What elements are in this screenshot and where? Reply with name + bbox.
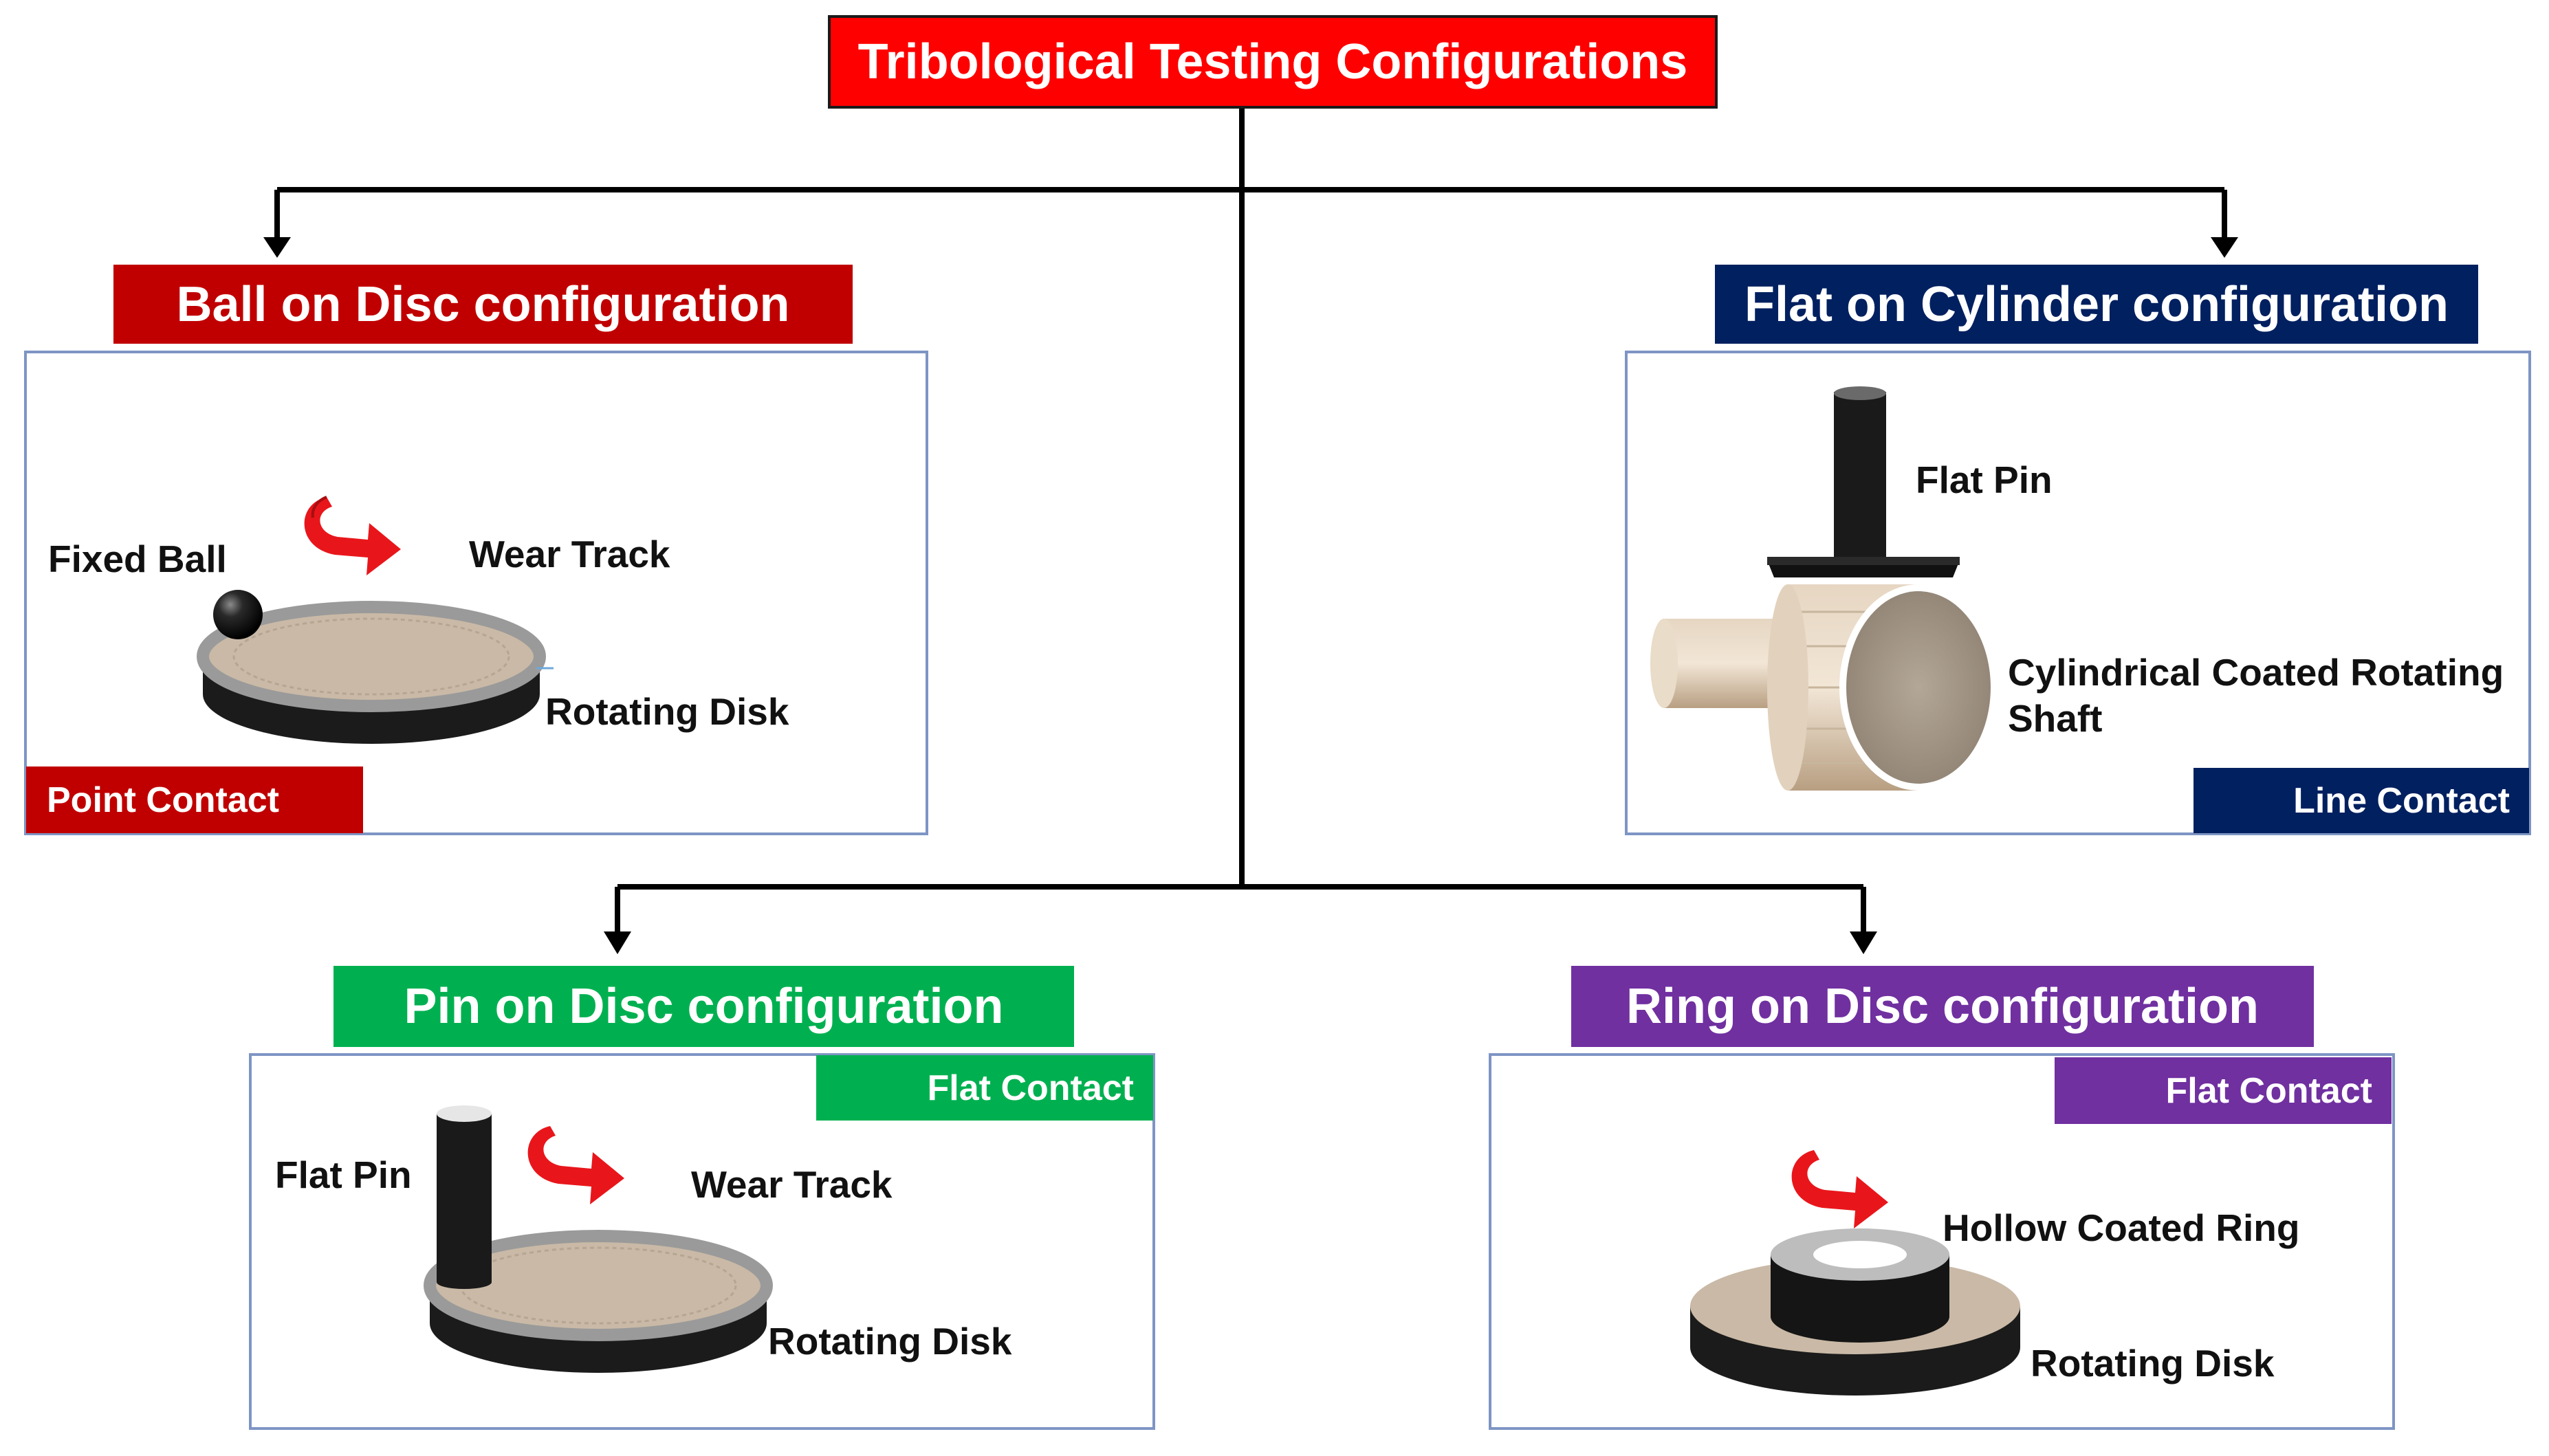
flat-on-cylinder-panel bbox=[1625, 351, 2531, 835]
pin-on-disc-flat-pin-label: Flat Pin bbox=[275, 1154, 412, 1196]
flat-pin-icon bbox=[1767, 386, 1960, 577]
ring-on-disc-ring-label: Hollow Coated Ring bbox=[1943, 1206, 2300, 1249]
flat-on-cylinder-contact-tag: Line Contact bbox=[2194, 768, 2529, 833]
pin-on-disc-wear-track-label: Wear Track bbox=[691, 1163, 893, 1206]
flat-on-cylinder-header: Flat on Cylinder configuration bbox=[1715, 265, 2478, 344]
shaft-label-line-2: Shaft bbox=[2008, 697, 2103, 740]
pin-on-disc-header: Pin on Disc configuration bbox=[333, 966, 1074, 1047]
arrowhead-ring-on-disc bbox=[1850, 931, 1877, 954]
rotation-arrow-icon bbox=[527, 1126, 624, 1204]
ring-on-disc-rotating-disk-label: Rotating Disk bbox=[2031, 1342, 2275, 1385]
ball-icon bbox=[213, 590, 263, 639]
ball-on-disc-header: Ball on Disc configuration bbox=[113, 265, 853, 344]
pin-on-disc-rotating-disk-label: Rotating Disk bbox=[768, 1320, 1012, 1363]
rotation-arrow-icon bbox=[304, 496, 401, 575]
ring-on-disc-contact-tag: Flat Contact bbox=[2055, 1057, 2392, 1124]
hollow-ring-icon bbox=[1771, 1228, 1949, 1343]
rotating-disk-icon bbox=[197, 601, 554, 744]
ball-on-disc-wear-track-label: Wear Track bbox=[469, 533, 670, 575]
ball-on-disc-panel bbox=[24, 351, 928, 835]
pin-icon bbox=[437, 1105, 492, 1289]
arrowhead-flat-on-cylinder bbox=[2211, 237, 2238, 258]
ring-on-disc-header: Ring on Disc configuration bbox=[1571, 966, 2314, 1047]
ball-on-disc-contact-tag: Point Contact bbox=[26, 766, 363, 833]
ball-on-disc-rotating-disk-label: Rotating Disk bbox=[545, 690, 789, 733]
rotation-arrow-icon bbox=[1791, 1150, 1888, 1228]
diagram-title: Tribological Testing Configurations bbox=[828, 15, 1718, 109]
ball-on-disc-fixed-ball-label: Fixed Ball bbox=[48, 538, 227, 580]
flat-on-cylinder-shaft-label: Cylindrical Coated Rotating Shaft bbox=[2008, 650, 2504, 742]
shaft-label-line-1: Cylindrical Coated Rotating bbox=[2008, 651, 2504, 694]
cylindrical-shaft-icon bbox=[1650, 584, 1998, 791]
pin-on-disc-contact-tag: Flat Contact bbox=[816, 1055, 1153, 1121]
arrowhead-ball-on-disc bbox=[263, 237, 291, 258]
arrowhead-pin-on-disc bbox=[604, 931, 631, 954]
flat-on-cylinder-flat-pin-label: Flat Pin bbox=[1916, 459, 2053, 501]
